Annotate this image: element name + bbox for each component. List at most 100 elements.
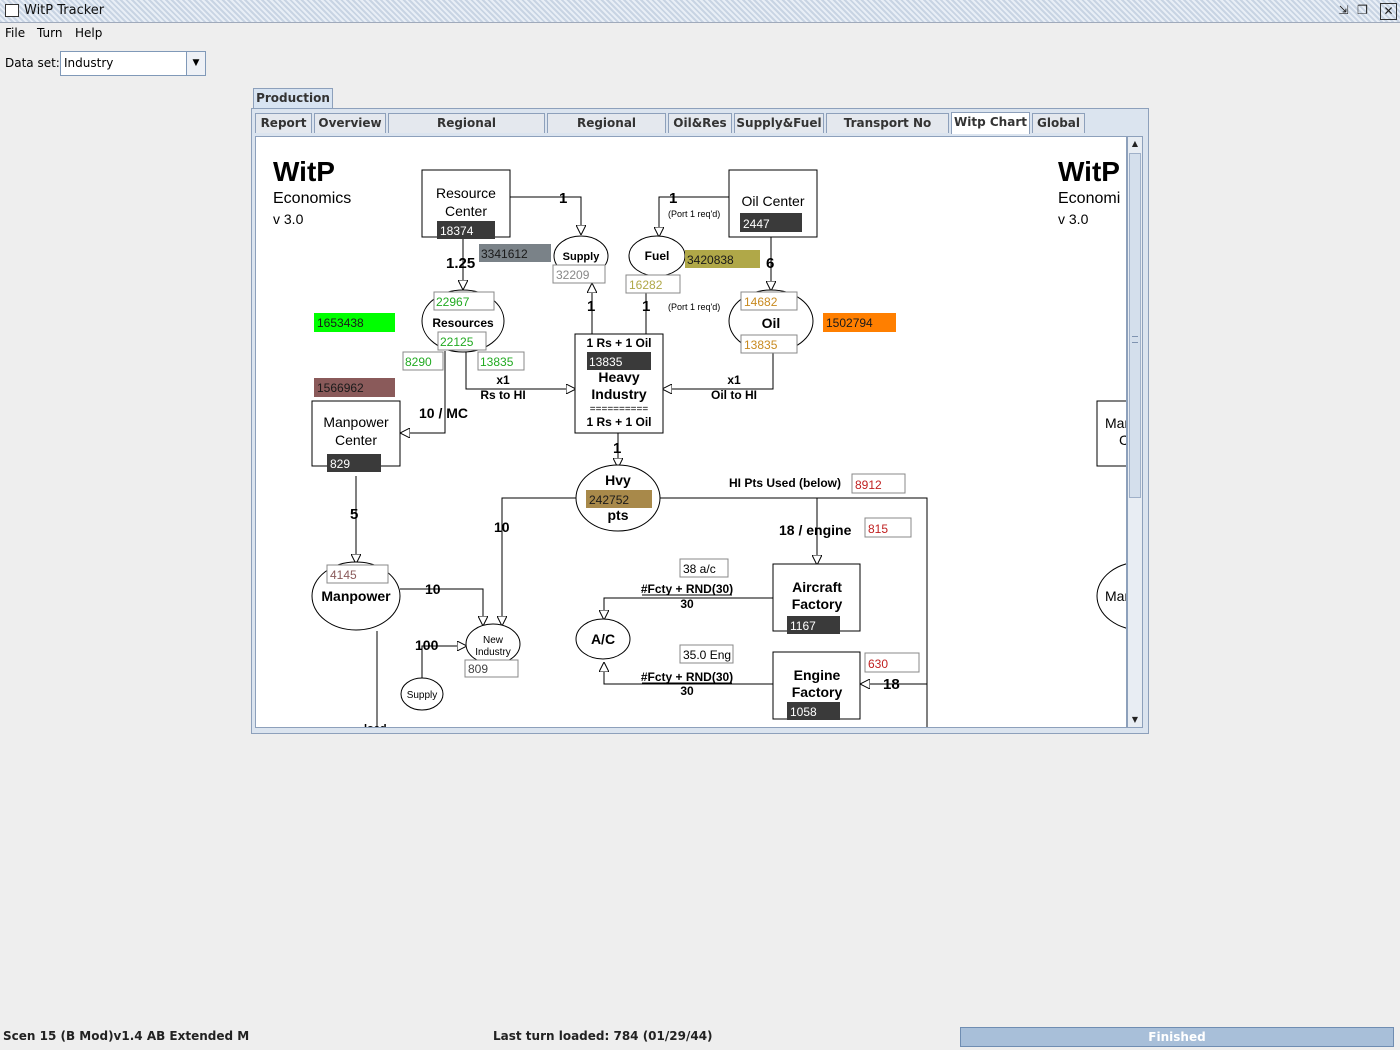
tab-witp-chart[interactable]: Witp Chart: [951, 112, 1030, 134]
resource-center-value: 18374: [440, 224, 474, 238]
engine-factory-value: 1058: [790, 705, 817, 719]
oil-label: Oil: [762, 315, 781, 331]
resources-out: 22125: [440, 335, 474, 349]
resources-stock: 1653438: [317, 316, 364, 330]
flow-supply-ni: 100: [415, 637, 439, 653]
tab-regional-fcty-resources[interactable]: Regional Fcty/Resources: [388, 113, 545, 149]
clip-man-2: C: [1119, 432, 1127, 448]
ac-formula: #Fcty + RND(30): [641, 582, 733, 596]
hi-l1: Heavy: [598, 369, 639, 385]
title-bar: WitP Tracker ⇲ ❐ ✕: [0, 0, 1400, 23]
ac-formula-div: 30: [680, 597, 694, 611]
hvy-l2: pts: [608, 507, 629, 523]
tab-supply-fuel[interactable]: Supply&Fuel: [734, 113, 824, 133]
eng-rate: 35.0 Eng: [683, 648, 731, 662]
engine-cost-value: 815: [868, 522, 888, 536]
x1-oil: x1: [727, 373, 741, 387]
fuel-label: Fuel: [645, 249, 670, 263]
menu-file[interactable]: File: [5, 26, 26, 40]
aircraft-factory-value: 1167: [790, 619, 816, 633]
manpower-center-l1: Manpower: [323, 414, 389, 430]
ac-label: A/C: [591, 631, 615, 647]
flow-rc-res: 1.25: [446, 255, 475, 272]
resource-center-l1: Resource: [436, 185, 496, 201]
oil-center-value: 2447: [743, 217, 770, 231]
chevron-down-icon[interactable]: ▼: [186, 52, 205, 75]
clip-man-3: Man: [1105, 588, 1127, 604]
minimize-icon[interactable]: ⇲: [1338, 3, 1349, 17]
supply-value: 32209: [556, 268, 590, 282]
resources-right: 13835: [480, 355, 514, 369]
supply-small-label: Supply: [407, 690, 438, 701]
scroll-down-icon[interactable]: ▼: [1131, 715, 1139, 724]
oil-center-label: Oil Center: [741, 193, 804, 209]
tab-report[interactable]: Report: [255, 113, 312, 133]
grip-icon: [1132, 336, 1138, 343]
ac-rate: 38 a/c: [683, 562, 716, 576]
rs-to-hi: Rs to HI: [480, 388, 525, 402]
diagram-subtitle: Economics: [273, 190, 351, 207]
resources-label: Resources: [432, 316, 494, 330]
close-icon[interactable]: ✕: [1380, 3, 1397, 20]
eng-formula: #Fcty + RND(30): [641, 670, 733, 684]
new-industry-l1: New: [483, 635, 504, 646]
hi-used-label: HI Pts Used (below): [729, 476, 841, 490]
hi-l2: Industry: [591, 386, 646, 402]
menu-help[interactable]: Help: [75, 26, 103, 40]
economics-diagram: WitP Economics v 3.0 WitP Economi v 3.0 …: [255, 136, 1127, 728]
hi-top-formula: 1 Rs + 1 Oil: [586, 336, 651, 350]
app-icon: [5, 4, 19, 17]
dataset-label: Data set:: [5, 56, 60, 70]
engine-eng-value: 630: [868, 657, 888, 671]
flow-hi-fuel: 1: [642, 298, 650, 315]
supply-stock: 3341612: [481, 247, 528, 261]
menu-turn[interactable]: Turn: [37, 26, 63, 40]
flow-mc-mp: 5: [350, 506, 358, 523]
manpower-label: Manpower: [321, 588, 391, 604]
flow-mp-ni: 10: [425, 581, 441, 597]
progress-bar: Finished: [960, 1027, 1394, 1047]
manpower-center-stock: 1566962: [317, 381, 364, 395]
tab-overview[interactable]: Overview: [314, 113, 386, 133]
tab-global[interactable]: Global: [1032, 113, 1085, 133]
vertical-scrollbar[interactable]: ▲ ▼: [1127, 136, 1143, 728]
scroll-up-icon[interactable]: ▲: [1131, 139, 1139, 148]
last-turn-status: Last turn loaded: 784 (01/29/44): [493, 1029, 713, 1043]
hi-separator: ==========: [590, 404, 649, 415]
fuel-stock: 3420838: [687, 253, 734, 267]
aircraft-factory-l1: Aircraft: [792, 579, 842, 595]
port-note-2: (Port 1 req'd): [668, 302, 720, 312]
diagram-title-clip: WitP: [1058, 156, 1120, 187]
oil-out: 13835: [744, 338, 778, 352]
load-label: load: [364, 723, 387, 728]
scroll-thumb[interactable]: [1129, 153, 1141, 498]
dataset-value: Industry: [64, 56, 114, 70]
engine-cost-label: 18 / engine: [779, 522, 852, 538]
resource-center-l2: Center: [445, 203, 487, 219]
resources-in: 22967: [436, 295, 470, 309]
hi-used-value: 8912: [855, 478, 882, 492]
aircraft-factory-l2: Factory: [792, 596, 843, 612]
hvy-value: 242752: [589, 493, 629, 507]
fuel-value: 16282: [629, 278, 663, 292]
dataset-select[interactable]: Industry ▼: [60, 51, 206, 76]
tab-oil-res[interactable]: Oil&Res: [668, 113, 732, 133]
tab-production[interactable]: Production: [253, 88, 333, 108]
flow-eighteen: 18: [883, 676, 900, 693]
engine-factory-l1: Engine: [794, 667, 841, 683]
manpower-center-l2: Center: [335, 432, 377, 448]
scenario-status: Scen 15 (B Mod)v1.4 AB Extended M: [3, 1029, 250, 1043]
new-industry-l2: Industry: [475, 647, 511, 658]
tab-transport-no-dest[interactable]: Transport No Dest: [826, 113, 949, 149]
port-note-1: (Port 1 req'd): [668, 209, 720, 219]
oil-stock: 1502794: [826, 316, 873, 330]
flow-hvy-ni: 10: [494, 519, 510, 535]
supply-label: Supply: [563, 251, 601, 263]
x1-rs: x1: [496, 373, 510, 387]
resources-left: 8290: [405, 355, 432, 369]
maximize-icon[interactable]: ❐: [1357, 3, 1368, 17]
tab-regional-industry[interactable]: Regional Industry: [547, 113, 666, 149]
oil-in: 14682: [744, 295, 778, 309]
oil-to-hi: Oil to HI: [711, 388, 757, 402]
window-title: WitP Tracker: [24, 3, 105, 18]
